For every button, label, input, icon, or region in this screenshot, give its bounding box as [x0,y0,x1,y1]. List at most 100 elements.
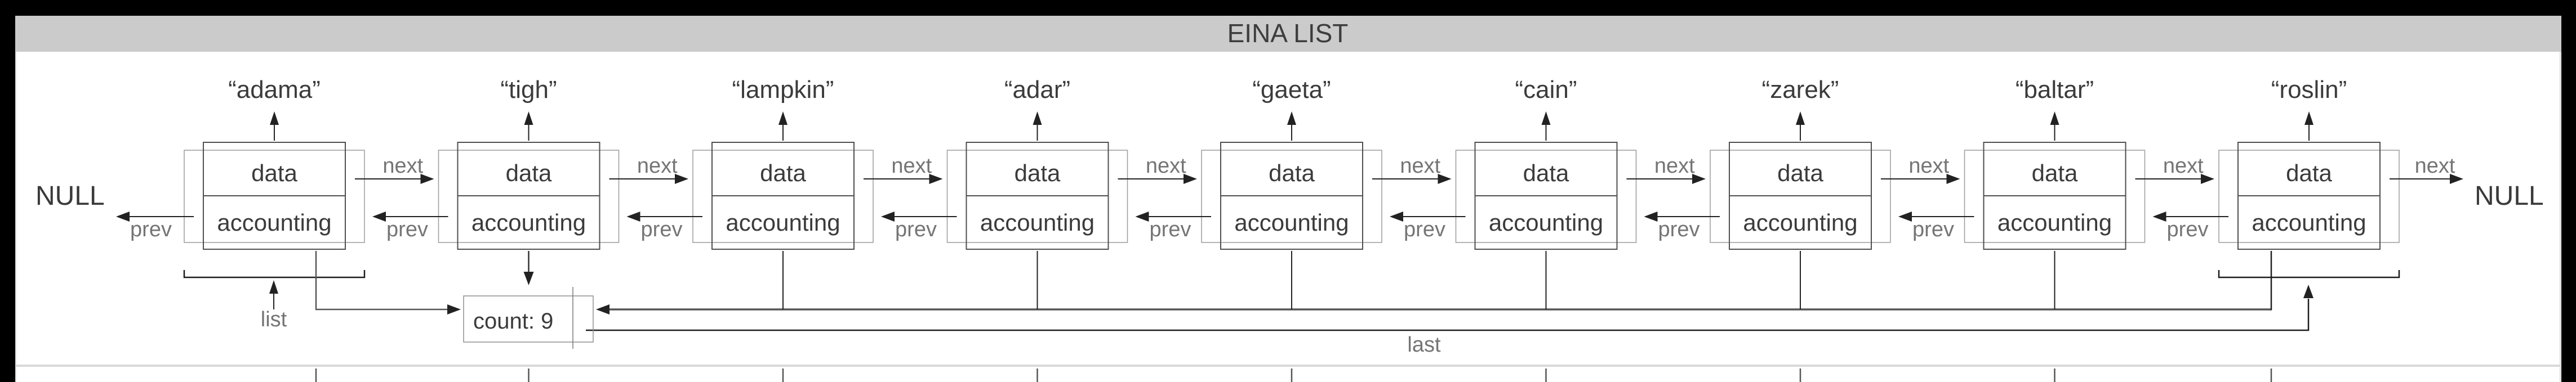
node-accounting-cell-label: accounting [217,209,331,236]
node-data-cell-label: data [1523,160,1569,186]
prev-pointer-arrowhead [116,212,130,222]
prev-pointer-label: prev [386,218,428,241]
next-pointer-arrowhead [2450,174,2463,184]
node-name-arrowhead [2304,111,2313,125]
next-pointer-label: next [2163,154,2204,178]
node-outer-box [438,150,620,243]
node-accounting-cell-label: accounting [980,209,1095,236]
node-name-label: “baltar” [2016,76,2094,104]
next-pointer-arrowhead [675,174,688,184]
next-pointer-arrowhead [420,174,434,184]
list-node: data accounting “cain” next prev [1390,76,1706,382]
prev-pointer-arrowhead [1644,212,1658,222]
list-to-count-arrowhead [447,304,461,314]
list-node: data accounting “adar” next prev [881,76,1197,382]
node-outer-box [2218,150,2400,243]
next-pointer-arrowhead [2201,174,2214,184]
node-outer-box [184,150,365,243]
prev-pointer-arrowhead [881,212,895,222]
next-pointer-label: next [891,154,932,178]
node-name-arrowhead [1287,111,1296,125]
prev-pointer-arrowhead [372,212,386,222]
window-frame-top [0,0,2576,16]
prev-pointer-label: prev [1404,218,1445,241]
node-data-cell-label: data [2032,160,2078,186]
next-pointer-arrowhead [1692,174,1706,184]
node-name-label: “gaeta” [1252,76,1331,104]
first-node-bracket [183,270,366,278]
node-accounting-cell-label: accounting [1997,209,2112,236]
node-accounting-cell-label: accounting [471,209,586,236]
node-data-cell-label: data [1015,160,1061,186]
next-pointer-label: next [382,154,423,178]
page-title: EINA LIST [1227,19,1349,48]
node-name-label: “adar” [1004,76,1070,104]
nodes-layer: data accounting “adama” next prev data account… [116,76,2463,382]
prev-pointer-label: prev [1912,218,1954,241]
list-header-box: count: 9 [463,287,594,349]
prev-pointer-label: prev [1150,218,1191,241]
node-name-arrowhead [2050,111,2059,125]
node-name-arrowhead [1796,111,1805,125]
next-pointer-arrowhead [929,174,943,184]
node-name-label: “tigh” [500,76,557,104]
prev-pointer-label: prev [895,218,937,241]
node-outer-box [692,150,874,243]
next-pointer-label: next [1400,154,1440,178]
node-data-cell-label: data [1777,160,1823,186]
node-accounting-cell-label: accounting [726,209,840,236]
node-name-label: “adama” [228,76,321,104]
next-pointer-arrowhead [1946,174,1960,184]
last-node-bracket [2218,270,2400,278]
node-outer-box [1964,150,2146,243]
next-pointer-arrowhead [1438,174,1452,184]
node-outer-box [1455,150,1637,243]
prev-pointer-label: prev [130,218,172,241]
prev-pointer-arrowhead [1898,212,1912,222]
node-data-cell-label: data [251,160,297,186]
prev-pointer-arrowhead [1135,212,1149,222]
canvas-left-border [15,52,16,382]
node-name-arrowhead [778,111,788,125]
node-name-label: “roslin” [2271,76,2347,104]
next-pointer-label: next [2415,154,2455,178]
node-accounting-cell-label: accounting [1489,209,1603,236]
node-outer-box [946,150,1128,243]
prev-pointer-arrowhead [2152,212,2166,222]
accounting-down-arrowhead [523,272,534,285]
prev-pointer-label: prev [2167,218,2209,241]
null-terminator-right: NULL [2475,181,2544,211]
list-node: data accounting “zarek” next prev [1644,76,1960,382]
node-accounting-cell-label: accounting [1743,209,1857,236]
canvas-right-border [2560,52,2561,382]
node-accounting-cell-label: accounting [1234,209,1349,236]
next-pointer-label: next [637,154,678,178]
node-outer-box [1710,150,1891,243]
node-name-label: “zarek” [1762,76,1839,104]
window-frame-right [2561,0,2576,382]
list-to-count-line [315,251,448,311]
last-pointer-arrowhead [2303,285,2313,298]
node-data-cell-label: data [1269,160,1315,186]
null-terminator-left: NULL [35,181,105,211]
list-node: data accounting “adama” next prev [116,76,434,382]
node-name-arrowhead [1541,111,1551,125]
node-accounting-cell-label: accounting [2252,209,2366,236]
prev-pointer-label: prev [641,218,683,241]
bottom-separator-line [16,365,2560,367]
shared-pointer-lines [183,251,2400,331]
node-name-label: “cain” [1515,76,1577,104]
list-node: data accounting “baltar” next prev [1898,76,2214,382]
last-pointer-label: last [1407,333,1441,357]
prev-pointer-label: prev [1658,218,1700,241]
node-name-arrowhead [524,111,533,125]
prev-pointer-arrowhead [626,212,640,222]
next-pointer-label: next [1908,154,1949,178]
window-frame-left [0,0,15,382]
prev-pointer-arrowhead [1390,212,1403,222]
count-value-label: count: 9 [473,309,553,334]
